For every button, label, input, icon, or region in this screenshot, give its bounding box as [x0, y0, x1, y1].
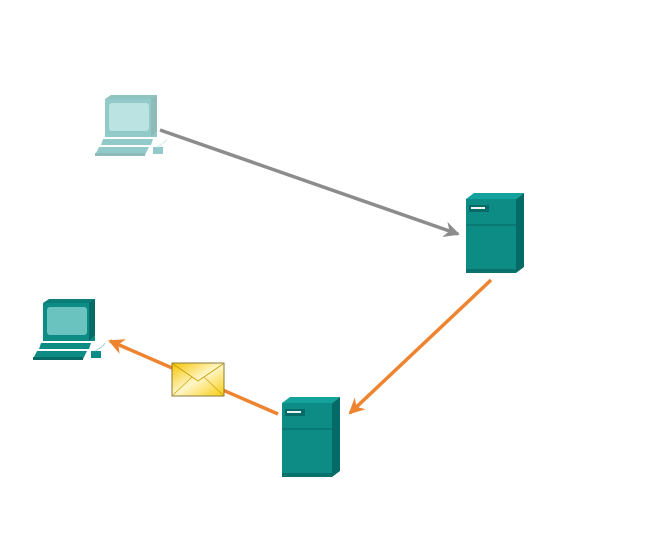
server-icon	[281, 396, 341, 478]
server-icon	[465, 192, 525, 274]
computer-icon	[32, 298, 106, 361]
computer-icon	[94, 94, 168, 157]
envelope-icon	[171, 362, 225, 397]
link-pc-to-server	[159, 128, 460, 237]
link-server-to-server	[348, 278, 493, 415]
